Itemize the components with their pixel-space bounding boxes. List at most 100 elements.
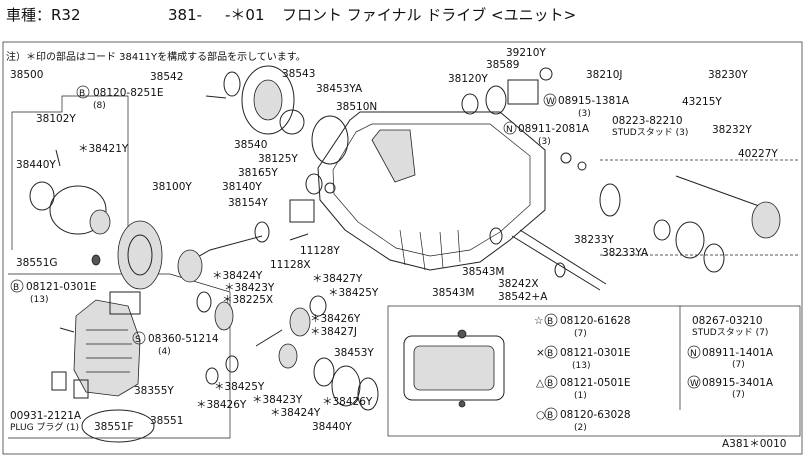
oring-38543 [279,109,305,135]
callout-38140y: 38140Y [222,181,262,193]
symbol-n [503,121,517,135]
retainer-38233y [653,219,671,241]
axle-shaft-43215y [675,175,771,211]
note-text: 注）＊印の部品はコード 38411Yを構成する部品を示しています。 [6,50,306,63]
callout-38427j: ＊38427J [310,326,357,338]
rear-cover-fins [86,329,132,373]
thrust-washer-left [196,291,212,313]
symbol-b-1 [76,85,90,99]
legend-symbol-0: ☆ [534,315,543,327]
housing-inner-lip [332,123,531,257]
legend-b-3 [544,407,558,421]
callout-38440y-a: 38440Y [16,159,56,171]
callout-38542a: 38542+A [498,291,548,303]
carrier-group-box [11,95,129,250]
bearing-38440y-right [331,365,361,407]
callout-08360-qty: (4) [158,347,171,357]
callout-38421y: ＊38421Y [78,143,129,155]
legend-right-w-text: W [690,379,699,389]
washer-08915-1381a [577,161,587,171]
ring-38120y [461,93,479,115]
callout-11128y: 11128Y [300,245,340,257]
side-shaft-38542a [511,229,607,291]
callout-38453ya: 38453YA [316,83,363,95]
gasket-38453ya [311,115,349,165]
callout-11128x: 11128X [270,259,311,271]
callout-38426y-a: ＊38426Y [310,313,361,325]
callout-08360-51214: 08360-51214 [148,333,219,345]
callout-08915-1381a-qty: (3) [578,109,591,119]
washer-38425y [225,355,239,373]
callout-38125y: 38125Y [258,153,298,165]
callout-38225x: ＊38225X [222,294,273,306]
callout-38423y-b: ＊38423Y [252,394,303,406]
housing-fins [399,229,461,271]
symbol-n-text: N [506,125,513,135]
callout-08911-2081a: 08911-2081A [518,123,590,135]
callout-38453y: 38453Y [334,347,374,359]
side-gear-left [214,301,234,331]
legend-b-3-text: B [547,411,553,421]
washer-38426y [205,367,219,385]
diff-case-hub [89,209,111,235]
assembly-title: フロント ファイナル ドライブ <ユニット> [282,6,576,24]
symbol-w [543,93,557,107]
callout-38424y-a: ＊38424Y [212,270,263,282]
pinion-mate-shaft [255,329,283,347]
callout-38230y: 38230Y [708,69,748,81]
legend-housing-face [413,345,495,391]
side-gear-right [289,307,311,337]
callout-38233y: 38233Y [574,234,614,246]
callout-08915-1381a: 08915-1381A [558,95,630,107]
oil-seal-38230y [703,243,725,273]
callout-38425y-b: ＊38425Y [214,381,265,393]
callout-38423y-a: ＊38423Y [224,282,275,294]
diff-case [49,185,107,235]
callout-38100y: 38100Y [152,181,192,193]
figure-code: A381＊0010 [722,438,786,450]
callout-38542: 38542 [150,71,183,83]
washer-38165y [305,173,323,195]
bolt-38102y [55,149,61,167]
callout-39210y: 39210Y [506,47,546,59]
callout-stud-3: STUDスタッド (3) [612,127,688,138]
cover-group-box [8,273,231,439]
ring-gear-bore [127,234,153,276]
bearing-38440y-left [29,181,55,211]
series-code: 381- [168,6,202,24]
bracket-08360 [109,291,141,315]
flange-38589 [507,79,539,105]
callout-38242x: 38242X [498,278,539,290]
diagram-frame [2,41,803,455]
callout-38120y: 38120Y [448,73,488,85]
callout-38551g: 38551G [16,257,58,269]
callout-plug: PLUG プラグ (1) [10,421,79,433]
legend-right-n [687,345,701,359]
legend-qty-0: (7) [574,329,587,339]
variant-code: -＊01 [225,6,265,24]
callout-38500: 38500 [10,69,43,81]
symbol-b-1-text: B [79,89,85,99]
front-cover [241,65,295,135]
callout-08121-0301e-qty: (13) [30,295,48,305]
legend-symbol-1: × [536,347,545,359]
legend-right-part-0: 08267-03210 [692,315,763,327]
symbol-s [132,331,146,345]
plug-00931 [73,379,89,399]
callout-40227y: 40227Y [738,148,778,160]
housing-rib [371,129,416,183]
collar-38140y [289,199,315,223]
legend-b-1 [544,345,558,359]
legend-right-sub-2: (7) [732,390,745,400]
axle-flange-40227y [751,201,781,239]
front-cover-bore [253,79,283,121]
legend-b-2 [544,375,558,389]
legend-qty-2: (1) [574,391,587,401]
snap-ring-38242x [554,262,566,278]
legend-part-0: 08120-61628 [560,315,631,327]
plug-38551f [51,371,67,391]
callout-38427y: ＊38427Y [312,273,363,285]
thrust-washer-right [309,295,327,317]
